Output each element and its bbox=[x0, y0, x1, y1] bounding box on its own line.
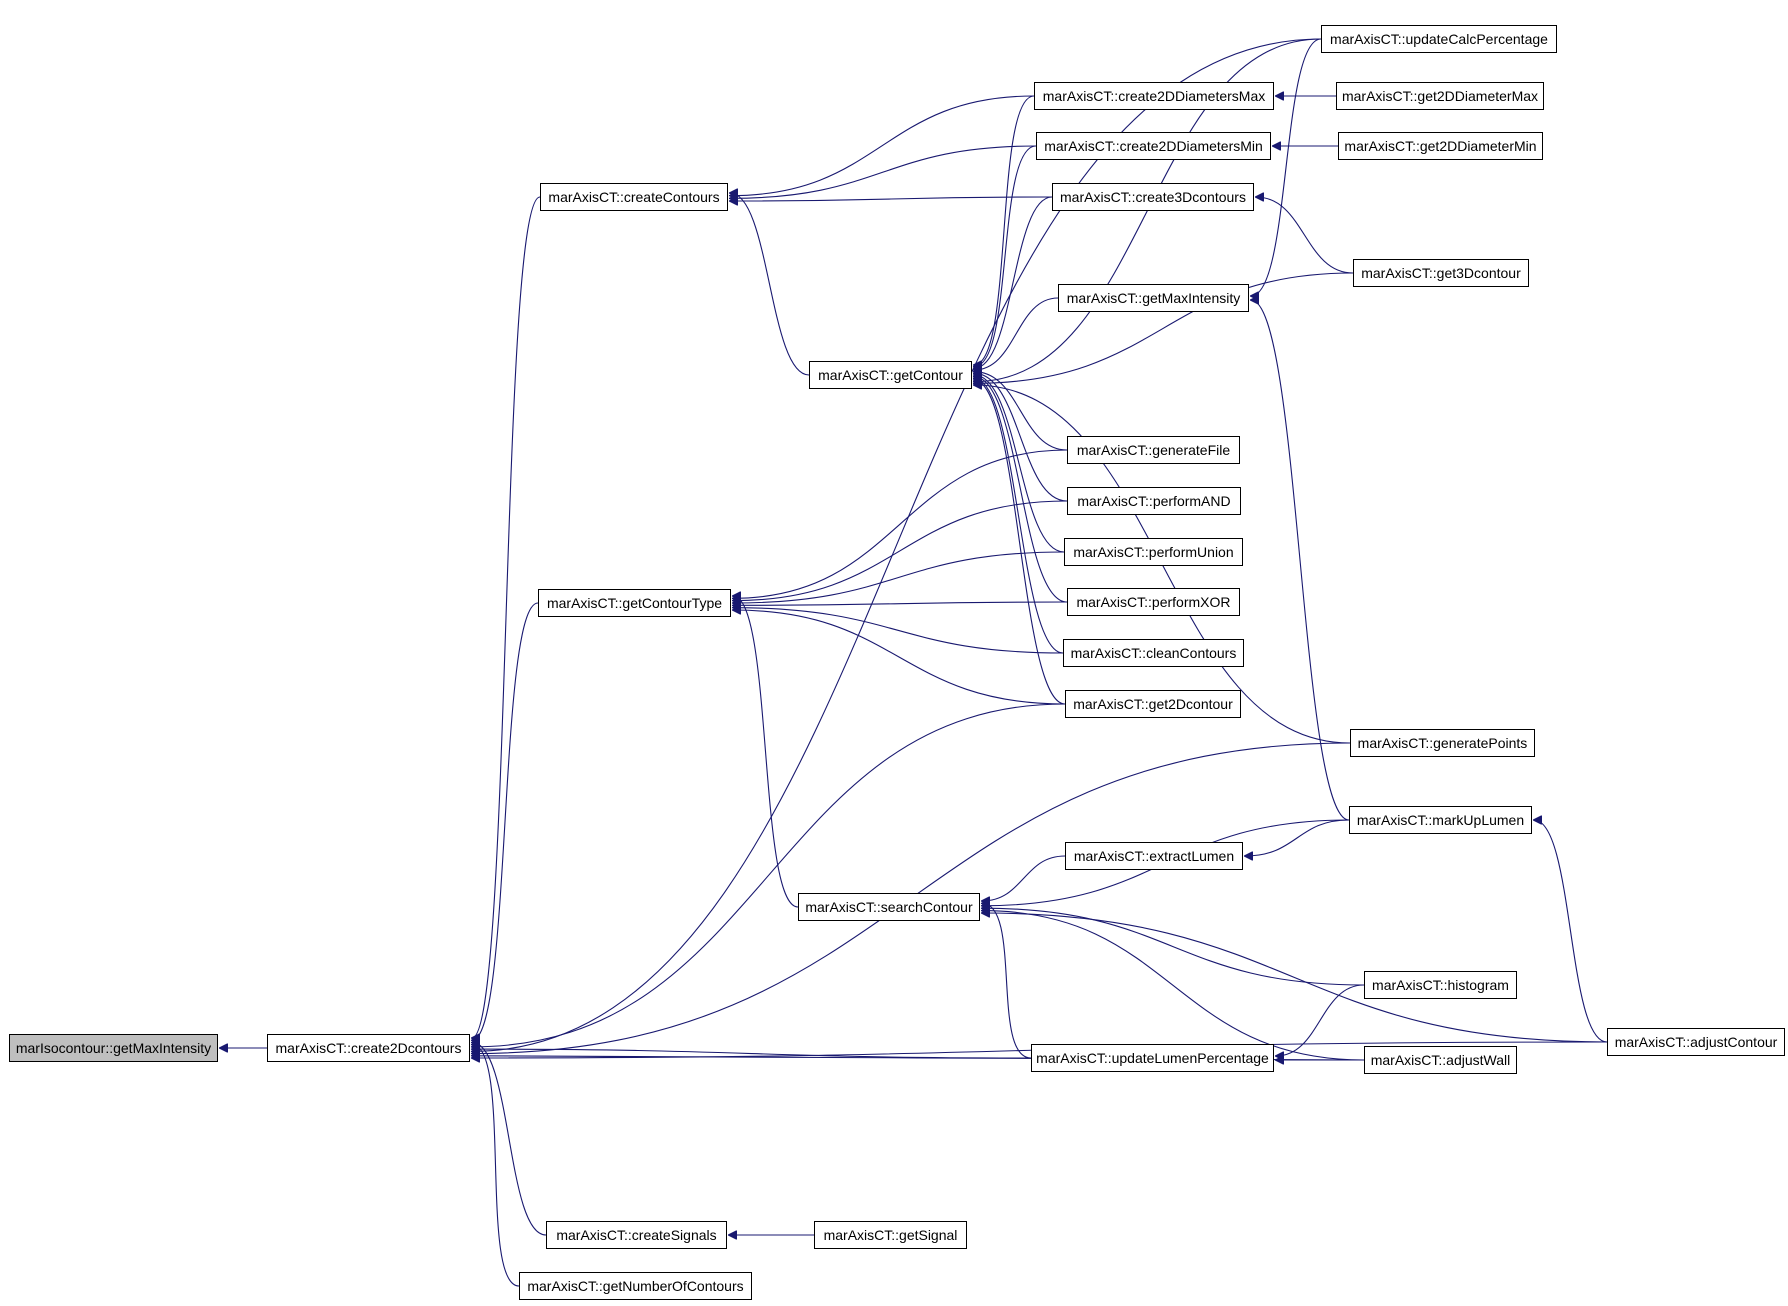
edge-n13-to-n3 bbox=[733, 500, 1068, 601]
node-create2ddiametersmin[interactable]: marAxisCT::create2DDiametersMin bbox=[1036, 132, 1271, 160]
edge-n17-to-n3 bbox=[733, 610, 1066, 705]
edge-n12-to-n6 bbox=[974, 372, 1068, 451]
node-updatelumenpercentage[interactable]: marAxisCT::updateLumenPercentage bbox=[1031, 1044, 1274, 1072]
node-getcontourtype[interactable]: marAxisCT::getContourType bbox=[538, 589, 731, 617]
node-get2ddiametermax[interactable]: marAxisCT::get2DDiameterMax bbox=[1336, 82, 1544, 110]
node-adjustwall[interactable]: marAxisCT::adjustWall bbox=[1364, 1046, 1517, 1074]
edge-n10-to-n2 bbox=[730, 196, 1053, 201]
node-markuplumen[interactable]: marAxisCT::markUpLumen bbox=[1349, 806, 1532, 834]
edge-n17-to-n1 bbox=[472, 703, 1066, 1047]
edge-n2-to-n1 bbox=[472, 196, 541, 1038]
edge-n7-to-n3 bbox=[733, 596, 799, 908]
node-createsignals[interactable]: marAxisCT::createSignals bbox=[546, 1221, 727, 1249]
edge-n24-to-n6 bbox=[974, 272, 1354, 383]
edge-n19-to-n7 bbox=[982, 903, 1032, 1059]
node-getsignal[interactable]: marAxisCT::getSignal bbox=[814, 1221, 967, 1249]
node-createcontours[interactable]: marAxisCT::createContours bbox=[540, 183, 728, 211]
edge-n18-to-n7 bbox=[982, 855, 1066, 901]
node-getnumberofcontours[interactable]: marAxisCT::getNumberOfContours bbox=[519, 1272, 752, 1300]
node-create2dcontours[interactable]: marAxisCT::create2Dcontours bbox=[267, 1034, 470, 1062]
node-marisocontour-getmaxintensity[interactable]: marIsocontour::getMaxIntensity bbox=[9, 1034, 218, 1062]
edge-n5-to-n1 bbox=[472, 1045, 520, 1287]
node-getcontour[interactable]: marAxisCT::getContour bbox=[809, 361, 972, 389]
edge-n14-to-n3 bbox=[733, 551, 1065, 603]
edge-n28-to-n7 bbox=[982, 911, 1365, 1061]
node-histogram[interactable]: marAxisCT::histogram bbox=[1364, 971, 1517, 999]
edge-n3-to-n1 bbox=[472, 602, 539, 1040]
node-performand[interactable]: marAxisCT::performAND bbox=[1067, 487, 1241, 515]
node-create2ddiametersmax[interactable]: marAxisCT::create2DDiametersMax bbox=[1034, 82, 1274, 110]
edge-n13-to-n6 bbox=[974, 373, 1068, 502]
edge-n9-to-n2 bbox=[730, 145, 1037, 198]
edge-n27-to-n19 bbox=[1276, 984, 1365, 1056]
node-create3dcontours[interactable]: marAxisCT::create3Dcontours bbox=[1052, 183, 1254, 211]
edge-n16-to-n3 bbox=[733, 608, 1064, 654]
edge-n9-to-n6 bbox=[974, 145, 1037, 367]
edge-n11-to-n6 bbox=[974, 297, 1059, 370]
edge-n27-to-n7 bbox=[982, 908, 1365, 986]
edge-n8-to-n6 bbox=[974, 95, 1035, 365]
node-generatefile[interactable]: marAxisCT::generateFile bbox=[1067, 436, 1240, 464]
node-searchcontour[interactable]: marAxisCT::searchContour bbox=[798, 893, 980, 921]
edge-n14-to-n6 bbox=[974, 375, 1065, 553]
edge-n10-to-n6 bbox=[974, 196, 1053, 368]
edge-n12-to-n3 bbox=[733, 449, 1068, 598]
edge-n15-to-n3 bbox=[733, 602, 1068, 605]
edge-n6-to-n2 bbox=[730, 193, 810, 376]
edge-n8-to-n2 bbox=[730, 95, 1035, 196]
node-get3dcontour[interactable]: marAxisCT::get3Dcontour bbox=[1353, 259, 1529, 287]
node-generatepoints[interactable]: marAxisCT::generatePoints bbox=[1350, 729, 1535, 757]
node-cleancontours[interactable]: marAxisCT::cleanContours bbox=[1063, 639, 1244, 667]
edge-n26-to-n11 bbox=[1251, 300, 1350, 821]
edge-n16-to-n6 bbox=[974, 378, 1064, 654]
edge-n26-to-n18 bbox=[1245, 819, 1350, 856]
edge-n21-to-n11 bbox=[1251, 38, 1322, 296]
edge-n15-to-n6 bbox=[974, 377, 1068, 603]
edge-n29-to-n7 bbox=[982, 913, 1608, 1043]
edge-n24-to-n10 bbox=[1256, 197, 1354, 274]
edge-n17-to-n6 bbox=[974, 380, 1066, 705]
node-updatecalcpercentage[interactable]: marAxisCT::updateCalcPercentage bbox=[1321, 25, 1557, 53]
node-performxor[interactable]: marAxisCT::performXOR bbox=[1067, 588, 1240, 616]
node-get2ddiametermin[interactable]: marAxisCT::get2DDiameterMin bbox=[1338, 132, 1543, 160]
node-getmaxintensity[interactable]: marAxisCT::getMaxIntensity bbox=[1058, 284, 1249, 312]
node-performunion[interactable]: marAxisCT::performUnion bbox=[1064, 538, 1243, 566]
node-adjustcontour[interactable]: marAxisCT::adjustContour bbox=[1607, 1028, 1785, 1056]
node-get2dcontour[interactable]: marAxisCT::get2Dcontour bbox=[1065, 690, 1241, 718]
edge-n4-to-n1 bbox=[472, 1042, 547, 1236]
node-extractlumen[interactable]: marAxisCT::extractLumen bbox=[1065, 842, 1243, 870]
edge-n29-to-n26 bbox=[1534, 820, 1608, 1043]
